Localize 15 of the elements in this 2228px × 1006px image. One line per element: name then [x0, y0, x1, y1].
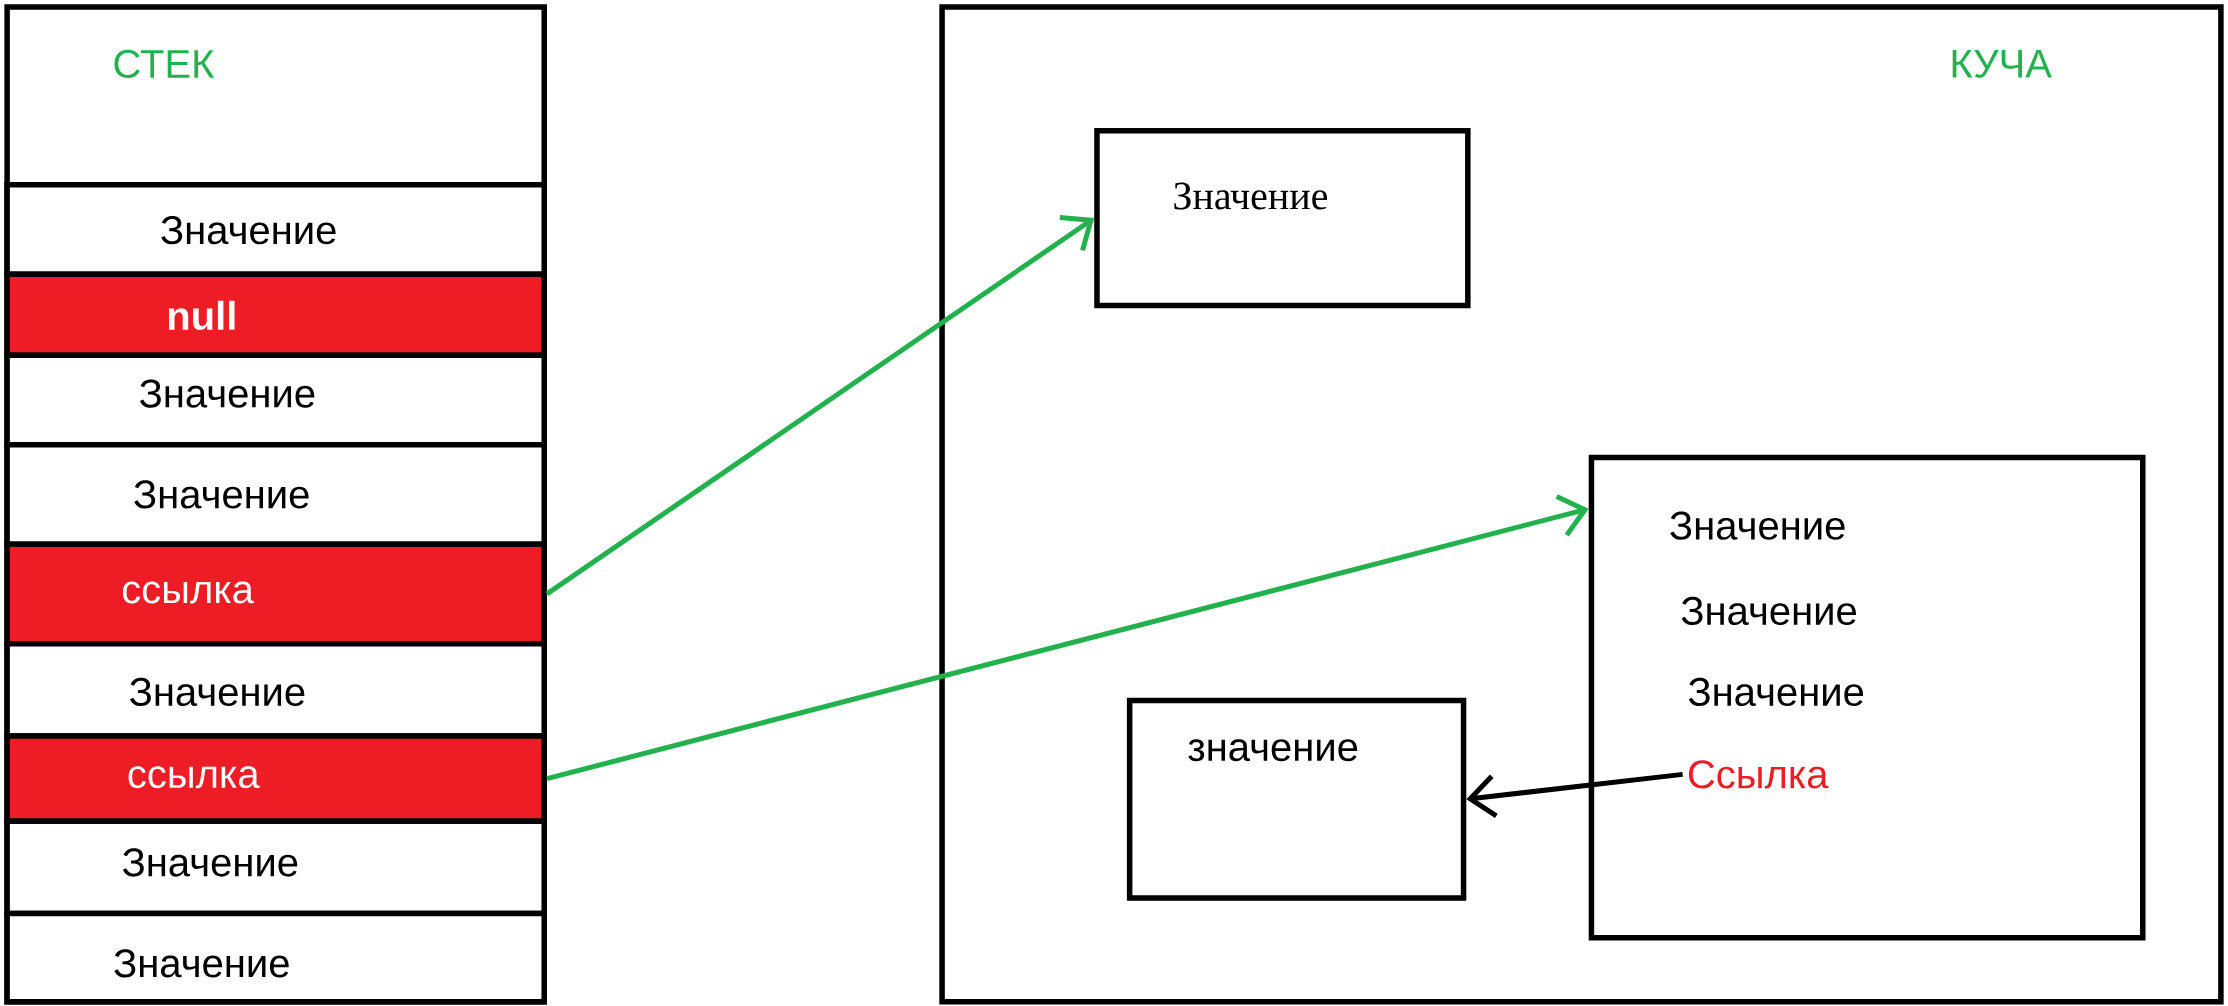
stack-cell: Значение — [4, 442, 547, 547]
arrow — [1466, 771, 1683, 819]
stack-cell: null — [4, 271, 547, 358]
stack-cell: ссылка — [4, 541, 547, 647]
stack-cell: ссылка — [4, 733, 547, 824]
object-box: значение — [1126, 697, 1467, 901]
object-box: Значение — [1094, 127, 1471, 309]
stack-cell: Значение — [4, 181, 547, 277]
stack-cell: Значение — [4, 818, 547, 917]
arrow — [546, 494, 1589, 782]
stack-cell: Значение — [4, 640, 547, 739]
stack-cell: Значение — [4, 910, 547, 1005]
stack-cell: Значение — [4, 352, 547, 448]
reference-label: Ссылка — [1688, 760, 1829, 789]
arrow — [545, 214, 1095, 596]
